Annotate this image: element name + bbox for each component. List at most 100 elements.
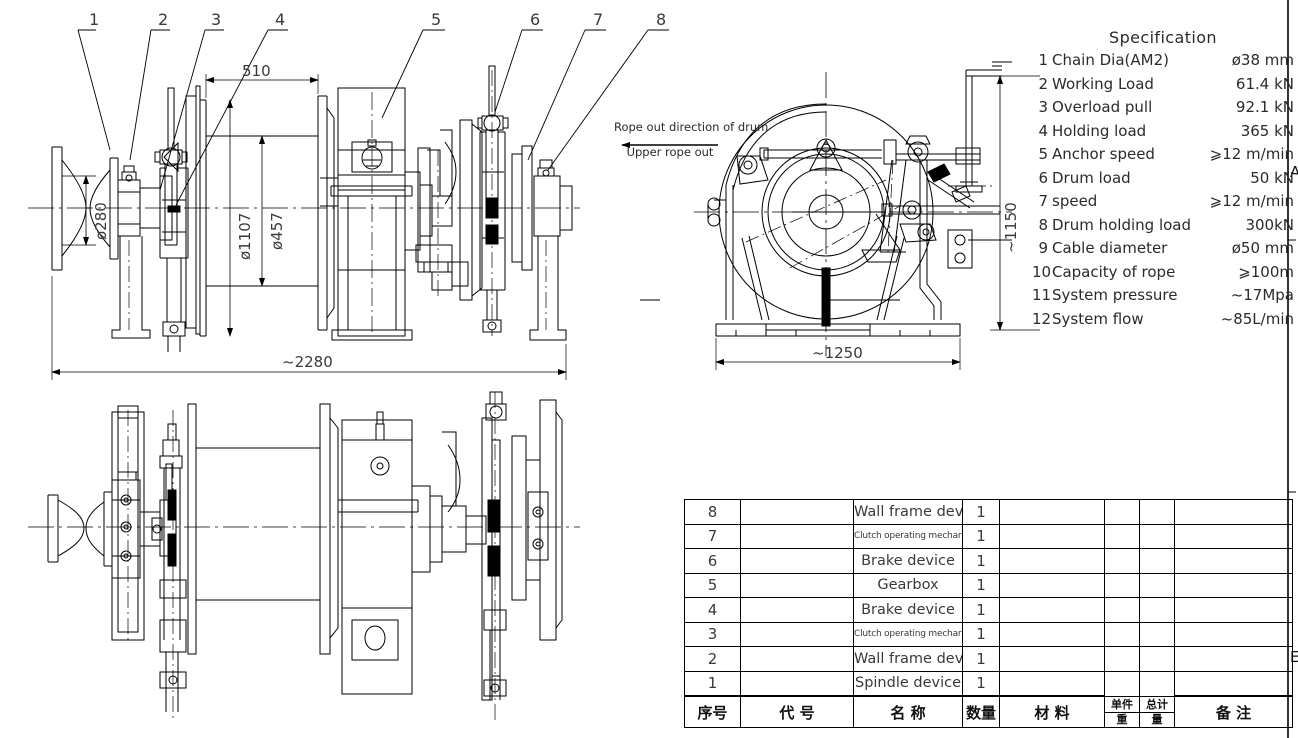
spec-label-3: Overload pull: [1052, 98, 1153, 116]
header-item-no: 序号: [684, 695, 741, 728]
table-row: 8 Wall frame device 1: [684, 499, 1293, 525]
cell-qty: 1: [962, 597, 1000, 623]
header-unit-weight-top: 单件: [1105, 697, 1139, 713]
cell-material: [999, 523, 1105, 549]
cell-qty: 1: [962, 523, 1000, 549]
spec-no-12: 12: [1032, 309, 1052, 328]
dimension-overall-height: ~1150: [1002, 202, 1020, 253]
table-row: 6 Brake device 1: [684, 548, 1293, 574]
balloon-5: 5: [431, 10, 442, 29]
spec-row-9: 9 Cable diameter ø50 mm: [1032, 237, 1294, 261]
cell-code: [740, 670, 854, 697]
cell-qty: 1: [962, 646, 1000, 672]
spec-row-5: 5 Anchor speed ⩾12 m/min: [1032, 143, 1294, 167]
cell-material: [999, 572, 1105, 598]
cell-code: [740, 646, 854, 672]
cell-total-weight: [1139, 523, 1175, 549]
cell-total-weight: [1139, 670, 1175, 697]
spec-value-12: ~85L/min: [1220, 309, 1294, 328]
rope-out-note-line1: Rope out direction of drum: [614, 120, 769, 134]
cell-material: [999, 621, 1105, 647]
cell-total-weight: [1139, 572, 1175, 598]
balloon-2: 2: [158, 10, 169, 29]
cell-item-no: 6: [684, 548, 741, 574]
dimension-overall-length: ~2280: [282, 353, 333, 371]
plan-view: [28, 391, 580, 722]
cell-name: Wall frame device: [853, 499, 963, 525]
cell-material: [999, 646, 1105, 672]
balloon-8: 8: [656, 10, 667, 29]
cell-qty: 1: [962, 499, 1000, 525]
spec-row-11: 11 System pressure ~17Mpa: [1032, 284, 1294, 308]
cell-unit-weight: [1104, 523, 1140, 549]
table-row: 7 Clutch operating mechanism 1: [684, 523, 1293, 549]
cell-unit-weight: [1104, 621, 1140, 647]
cell-total-weight: [1139, 621, 1175, 647]
cell-item-no: 8: [684, 499, 741, 525]
header-qty: 数量: [962, 695, 1000, 728]
spec-label-4: Holding load: [1052, 121, 1147, 140]
rope-out-note-line2: Upper rope out: [626, 145, 714, 159]
spec-row-6: 6 Drum load 50 kN: [1032, 167, 1294, 191]
header-total-weight: 总计 量: [1139, 695, 1175, 728]
spec-label-1: Chain Dia(AM2): [1052, 51, 1169, 69]
balloon-7: 7: [593, 10, 604, 29]
spec-row-3: 3 Overload pull 92.1 kN: [1032, 96, 1294, 120]
spec-row-8: 8 Drum holding load 300kN: [1032, 214, 1294, 238]
spec-label-10: Capacity of rope: [1052, 262, 1176, 281]
spec-label-7: speed: [1052, 192, 1098, 210]
spec-no-11: 11: [1032, 286, 1052, 304]
cell-code: [740, 523, 854, 549]
spec-label-8: Drum holding load: [1052, 215, 1191, 234]
cell-remarks: [1174, 670, 1293, 697]
spec-no-9: 9: [1038, 239, 1048, 257]
header-code: 代 号: [740, 695, 854, 728]
balloon-4: 4: [275, 10, 286, 29]
spec-label-6: Drum load: [1052, 168, 1131, 187]
cell-remarks: [1174, 523, 1293, 549]
dimension-drum-barrel-dia: ø457: [268, 212, 286, 250]
spec-no-7: 7: [1038, 192, 1048, 210]
dimension-overall-width: ~1250: [812, 344, 863, 362]
header-total-weight-top: 总计: [1140, 697, 1174, 713]
cell-qty: 1: [962, 670, 1000, 697]
cell-material: [999, 499, 1105, 525]
spec-label-5: Anchor speed: [1052, 145, 1155, 163]
spec-value-6: 50 kN: [1250, 168, 1294, 187]
balloon-1: 1: [89, 10, 100, 29]
cell-remarks: [1174, 621, 1293, 647]
end-elevation-view: [640, 61, 1040, 370]
rope-out-note: Rope out direction of drum Upper rope ou…: [614, 120, 769, 159]
spec-value-11: ~17Mpa: [1230, 286, 1294, 304]
cell-qty: 1: [962, 572, 1000, 598]
spec-value-4: 365 kN: [1240, 121, 1294, 140]
cell-unit-weight: [1104, 646, 1140, 672]
spec-label-9: Cable diameter: [1052, 239, 1168, 257]
cell-name: Spindle device: [853, 670, 963, 697]
spec-no-1: 1: [1038, 51, 1048, 69]
header-total-weight-bottom: 量: [1151, 712, 1163, 726]
cell-name: Clutch operating mechanism: [853, 621, 963, 647]
spec-no-6: 6: [1038, 168, 1048, 187]
table-row: 1 Spindle device 1: [684, 670, 1293, 697]
cell-total-weight: [1139, 646, 1175, 672]
header-name: 名 称: [853, 695, 963, 728]
table-row: 4 Brake device 1: [684, 597, 1293, 623]
spec-no-2: 2: [1038, 74, 1048, 93]
cell-unit-weight: [1104, 499, 1140, 525]
spec-row-2: 2 Working Load 61.4 kN: [1032, 73, 1294, 97]
cell-remarks: [1174, 646, 1293, 672]
dimension-drum-flange-dia: ø1107: [236, 212, 254, 260]
spec-label-12: System flow: [1052, 309, 1144, 328]
cell-unit-weight: [1104, 572, 1140, 598]
cell-unit-weight: [1104, 597, 1140, 623]
balloon-leaders: [77, 29, 669, 206]
specification-title: Specification: [1109, 28, 1217, 47]
header-unit-weight: 单件 重: [1104, 695, 1140, 728]
cell-unit-weight: [1104, 670, 1140, 697]
spec-value-2: 61.4 kN: [1235, 74, 1294, 93]
spec-no-8: 8: [1038, 215, 1048, 234]
spec-no-10: 10: [1032, 262, 1052, 281]
cell-remarks: [1174, 499, 1293, 525]
